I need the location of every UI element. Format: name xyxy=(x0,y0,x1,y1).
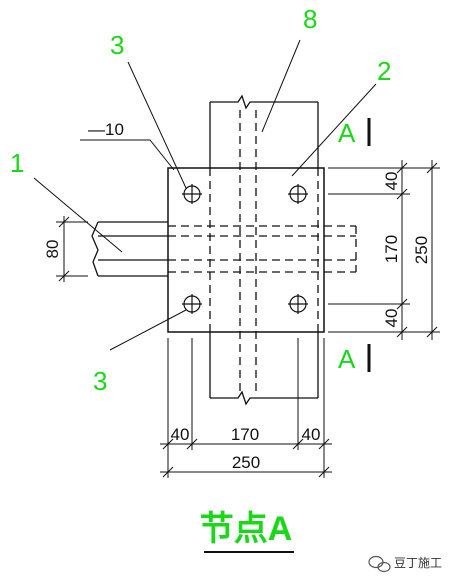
bottom-dimensions xyxy=(160,338,332,478)
leader-8 xyxy=(261,39,301,133)
vertical-member xyxy=(209,94,319,406)
leader-plate-spec xyxy=(80,139,175,171)
leader-1 xyxy=(33,177,123,253)
dim-bottom-250: 250 xyxy=(232,453,260,472)
label-item-3-top: 3 xyxy=(110,30,124,60)
right-dimensions xyxy=(328,160,440,340)
left-dimension xyxy=(56,216,88,282)
bolt-top-right xyxy=(288,184,308,204)
leader-3-bottom xyxy=(109,309,187,351)
label-item-2: 2 xyxy=(377,56,391,86)
bolt-holes xyxy=(182,184,308,314)
watermark-text: 豆丁施工 xyxy=(394,556,442,570)
dim-right-40-top: 40 xyxy=(382,172,401,191)
leader-2 xyxy=(291,83,377,177)
bolt-bottom-right xyxy=(288,294,308,314)
section-label-top: A xyxy=(338,118,356,148)
section-marker-bottom: A xyxy=(338,344,371,374)
leader-3-top xyxy=(127,61,187,189)
dim-right-170: 170 xyxy=(382,235,401,263)
label-item-1: 1 xyxy=(10,148,24,178)
leader-lines xyxy=(33,39,377,351)
watermark: 豆丁施工 xyxy=(368,555,442,573)
drawing-title: 节点A xyxy=(200,510,293,548)
label-item-8: 8 xyxy=(303,4,317,34)
dim-bottom-40-right: 40 xyxy=(302,425,321,444)
dim-right-250: 250 xyxy=(412,236,431,264)
plate-spec-label: —10 xyxy=(88,120,124,139)
base-plate xyxy=(167,167,325,333)
dim-right-40-bottom: 40 xyxy=(382,309,401,328)
bolt-top-left xyxy=(182,184,202,204)
dim-bottom-40-left: 40 xyxy=(171,425,190,444)
dim-left-80: 80 xyxy=(43,240,62,259)
dim-bottom-170: 170 xyxy=(231,425,259,444)
section-label-bottom: A xyxy=(338,344,356,374)
wechat-icon xyxy=(368,555,391,573)
section-marker-top: A xyxy=(338,118,371,148)
bolt-bottom-left xyxy=(182,294,202,314)
label-item-3-bottom: 3 xyxy=(93,366,107,396)
